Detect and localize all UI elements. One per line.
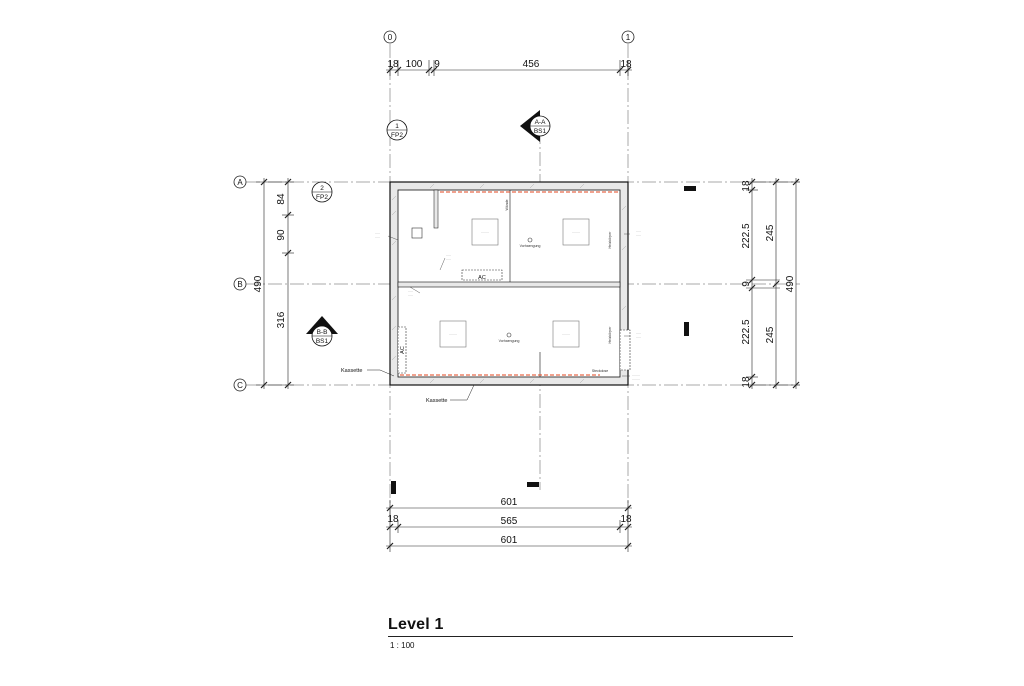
svg-text:·····: ·····	[636, 229, 641, 233]
section-cut-marks	[391, 186, 696, 494]
label-ac-upper: AC	[478, 275, 486, 281]
svg-text:·····: ·····	[446, 253, 451, 257]
right-dimension-chains	[746, 178, 800, 389]
left-dim-upper-0: 84	[276, 193, 287, 205]
label-vorhaengung-upper: Vorhaengung	[520, 244, 541, 248]
bottom-dim-0: 601	[501, 497, 518, 508]
fixtures	[397, 227, 631, 374]
top-dim-0: 18	[387, 59, 399, 70]
svg-text:A: A	[237, 178, 243, 187]
right-dim-middle-0: 245	[765, 224, 776, 241]
grid-bubble-b: B	[233, 277, 247, 291]
left-dim-upper-1: 90	[276, 229, 287, 241]
bottom-dimension-chains	[386, 500, 632, 552]
top-dimension-chain	[386, 60, 632, 76]
detail-2-num: 2	[320, 185, 324, 192]
drawing-scale: 1 : 100	[390, 641, 415, 650]
top-dim-4: 18	[620, 59, 632, 70]
left-dimension-chains	[256, 178, 294, 389]
detail-marker-1[interactable]: 1 FP2	[386, 119, 408, 141]
left-dim-outer: 490	[253, 275, 264, 292]
bottom-dim-2: 565	[501, 516, 518, 527]
svg-text:········: ········	[449, 332, 457, 336]
svg-text:·····: ·····	[375, 231, 380, 235]
section-aa-label: A-A	[535, 119, 547, 126]
detail-marker-2[interactable]: 2 FP2	[311, 181, 333, 203]
svg-text:·····: ·····	[375, 235, 380, 239]
svg-text:·····: ·····	[636, 331, 641, 335]
bottom-dim-4: 601	[501, 535, 518, 546]
label-heizkoerper-lower: Heizkörper	[608, 326, 612, 344]
label-heizkoerper-upper: Heizkörper	[608, 231, 612, 249]
svg-text:········: ········	[632, 377, 640, 381]
label-ac-left: AC	[400, 346, 406, 354]
svg-text:0: 0	[388, 33, 393, 42]
grid-bubble-c: C	[233, 378, 247, 392]
label-kassette-left: Kassette	[341, 368, 362, 374]
tiny-annotations: ·········· ·········· ·········· ·······…	[375, 229, 641, 381]
cassette-lines	[400, 191, 618, 376]
svg-text:·····: ·····	[408, 293, 413, 297]
svg-text:·····: ·····	[408, 289, 413, 293]
right-dim-outer: 490	[785, 275, 796, 292]
svg-text:C: C	[237, 381, 243, 390]
section-marker-aa[interactable]: A-A BS1	[520, 110, 551, 142]
section-bb-label: B-B	[317, 329, 328, 336]
grid-bubble-a: A	[233, 175, 247, 189]
svg-text:·····: ·····	[636, 233, 641, 237]
right-dim-inner-0: 18	[741, 180, 752, 192]
svg-text:·····: ·····	[446, 257, 451, 261]
svg-text:1: 1	[626, 33, 631, 42]
label-vorhaengung-lower: Vorhaengung	[499, 339, 520, 343]
svg-text:········: ········	[572, 230, 580, 234]
svg-text:········: ········	[562, 332, 570, 336]
top-dim-3: 456	[523, 59, 540, 70]
right-dim-middle-1: 245	[765, 326, 776, 343]
section-marker-bb[interactable]: B-B BS1	[306, 316, 338, 347]
building-walls	[389, 181, 629, 386]
bottom-dim-3: 18	[620, 514, 632, 525]
drawing-title: Level 1	[388, 616, 793, 637]
right-dim-inner-4: 18	[741, 376, 752, 388]
ceiling-units	[439, 218, 590, 348]
svg-text:········: ········	[481, 230, 489, 234]
top-dim-2: 9	[434, 59, 440, 70]
bottom-dim-1: 18	[387, 514, 399, 525]
label-steckdose: Steckdose	[592, 369, 608, 373]
section-aa-sheet: BS1	[534, 128, 547, 135]
detail-1-sheet: FP2	[391, 132, 403, 139]
detail-1-num: 1	[395, 123, 399, 130]
label-kassette-bottom: Kassette	[426, 398, 447, 404]
right-dim-inner-3: 222.5	[741, 319, 752, 344]
grid-bubble-1: 1	[621, 30, 635, 44]
svg-text:········: ········	[632, 373, 640, 377]
left-dim-lower: 316	[276, 311, 287, 328]
right-dim-inner-2: 9	[741, 281, 752, 287]
grid-bubble-0: 0	[383, 30, 397, 44]
svg-text:B: B	[237, 280, 242, 289]
top-dim-1: 100	[406, 59, 423, 70]
detail-2-sheet: FP2	[316, 194, 328, 201]
right-dim-inner-1: 222.5	[741, 223, 752, 248]
svg-text:·····: ·····	[636, 335, 641, 339]
section-bb-sheet: BS1	[316, 338, 329, 345]
title-block: Level 1 1 : 100	[388, 616, 793, 650]
label-waende: Wände	[505, 199, 509, 210]
